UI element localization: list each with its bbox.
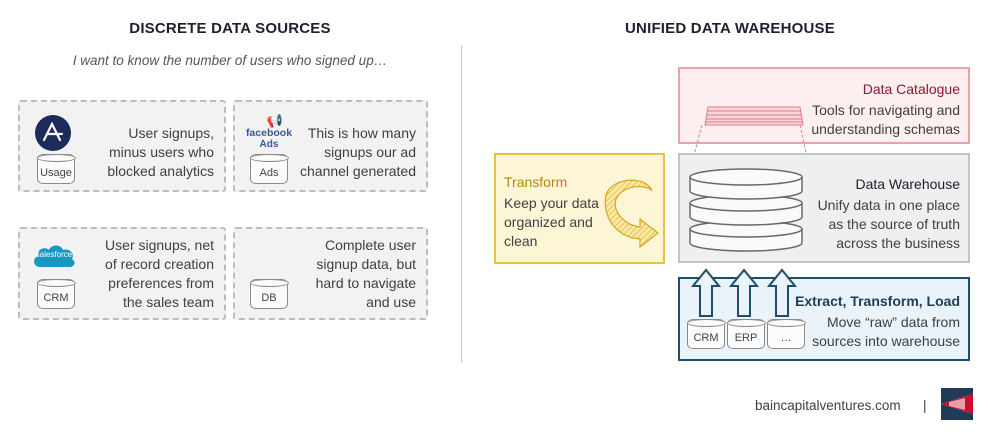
amplitude-logo-icon	[35, 115, 71, 151]
source-card-crm: salesforce CRM User signups, net of reco…	[18, 227, 226, 320]
salesforce-wordmark: salesforce	[35, 250, 73, 259]
warehouse-database-icon	[686, 165, 806, 255]
ads-wordmark: Ads	[259, 139, 279, 150]
source-card-db: DB Complete user signup data, but hard t…	[233, 227, 428, 320]
etl-desc: Move “raw” data from sources into wareho…	[812, 314, 960, 349]
source-card-usage-text: User signups, minus users who blocked an…	[107, 125, 214, 179]
facebook-wordmark: facebook	[245, 127, 293, 139]
transform-title: Transform	[504, 174, 568, 190]
data-warehouse-box: Data Warehouse Unify data in one place a…	[678, 153, 970, 263]
source-card-db-text: Complete user signup data, but hard to n…	[315, 237, 416, 310]
facebook-ads-logo: 📢 facebook Ads	[245, 114, 293, 154]
etl-up-arrows-icon	[690, 268, 798, 317]
catalogue-connector-lines	[689, 125, 703, 171]
section-divider	[461, 45, 462, 363]
bain-capital-ventures-logo-icon	[941, 388, 973, 420]
footer-site-link[interactable]: baincapitalventures.com	[755, 398, 901, 413]
source-card-ads-text: This is how many signups our ad channel …	[300, 125, 416, 179]
data-warehouse-desc: Unify data in one place as the source of…	[817, 197, 960, 251]
footer-separator: |	[923, 398, 927, 413]
source-card-crm-text: User signups, net of record creation pre…	[105, 237, 214, 310]
catalogue-connector-lines-right	[799, 125, 811, 171]
transform-desc: Keep your data organized and clean	[504, 195, 599, 249]
salesforce-cloud-icon: salesforce	[30, 241, 78, 271]
left-heading: DISCRETE DATA SOURCES	[129, 20, 331, 37]
db-database-icon: DB	[249, 278, 289, 309]
megaphone-icon: 📢	[266, 113, 284, 128]
etl-box: Extract, Transform, Load Move “raw” data…	[678, 277, 970, 361]
source-card-usage: Usage User signups, minus users who bloc…	[18, 100, 226, 192]
left-subtitle: I want to know the number of users who s…	[72, 53, 388, 68]
curved-transform-arrow-icon	[602, 171, 664, 249]
transform-box: Transform Keep your data organized and c…	[494, 153, 665, 264]
usage-database-icon: Usage	[36, 153, 76, 184]
catalogue-stack-icon	[704, 105, 804, 127]
data-catalogue-title: Data Catalogue	[862, 81, 960, 97]
etl-title: Extract, Transform, Load	[795, 293, 960, 309]
ads-database-icon: Ads	[249, 153, 289, 184]
etl-source-crm-icon: CRM	[686, 318, 726, 349]
right-heading: UNIFIED DATA WAREHOUSE	[625, 20, 835, 37]
source-card-ads: 📢 facebook Ads Ads This is how many sign…	[233, 100, 428, 192]
data-catalogue-box: Data Catalogue Tools for navigating and …	[678, 67, 970, 144]
etl-source-erp-icon: ERP	[726, 318, 766, 349]
data-catalogue-desc: Tools for navigating and understanding s…	[811, 102, 960, 137]
etl-source-more-icon: …	[766, 318, 806, 349]
crm-database-icon: CRM	[36, 278, 76, 309]
data-warehouse-title: Data Warehouse	[855, 176, 960, 192]
